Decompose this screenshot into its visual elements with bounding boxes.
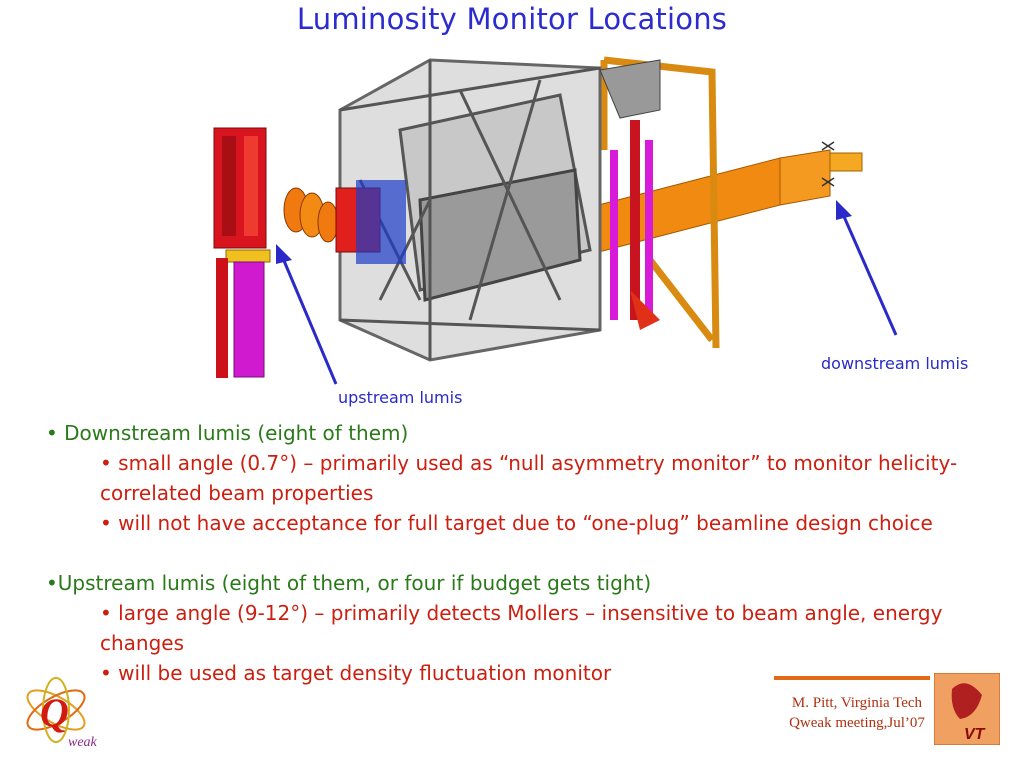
credit-line-1: M. Pitt, Virginia Tech — [791, 695, 923, 711]
bullet-acceptance: • will not have acceptance for full targ… — [100, 511, 933, 535]
downstream-supports — [599, 59, 661, 330]
upstream-lumis-label: upstream lumis — [338, 388, 463, 407]
bullet-upstream-heading: •Upstream lumis (eight of them, or four … — [46, 571, 652, 595]
apparatus-diagram — [213, 56, 898, 385]
svg-text:Q: Q — [40, 690, 69, 735]
callout-arrows — [276, 200, 898, 385]
bullet-large-angle: • large angle (9-12°) – primarily detect… — [100, 601, 943, 655]
credit-block: M. Pitt, Virginia Tech Qweak meeting,Jul… — [772, 693, 942, 733]
detector-frame — [338, 58, 602, 362]
bullet-density-monitor: • will be used as target density fluctua… — [100, 661, 612, 685]
qweak-logo-text: weak — [68, 735, 98, 750]
credit-line-2: Qweak meeting,Jul’07 — [789, 715, 925, 731]
bullet-small-angle: • small angle (0.7°) – primarily used as… — [100, 451, 958, 505]
downstream-lumis-label: downstream lumis — [821, 354, 969, 373]
vt-logo-text: VT — [964, 726, 986, 743]
bullet-list: • Downstream lumis (eight of them) • sma… — [46, 418, 1006, 688]
bullet-downstream-heading: • Downstream lumis (eight of them) — [46, 421, 409, 445]
vt-logo-icon: VT — [934, 673, 1000, 745]
spacer — [46, 538, 1006, 568]
upstream-column — [213, 127, 271, 378]
credit-divider — [774, 676, 930, 680]
upstream-lumi-assembly — [283, 180, 406, 264]
qweak-logo-icon: Q weak — [26, 677, 98, 750]
slide-title: Luminosity Monitor Locations — [296, 2, 728, 36]
